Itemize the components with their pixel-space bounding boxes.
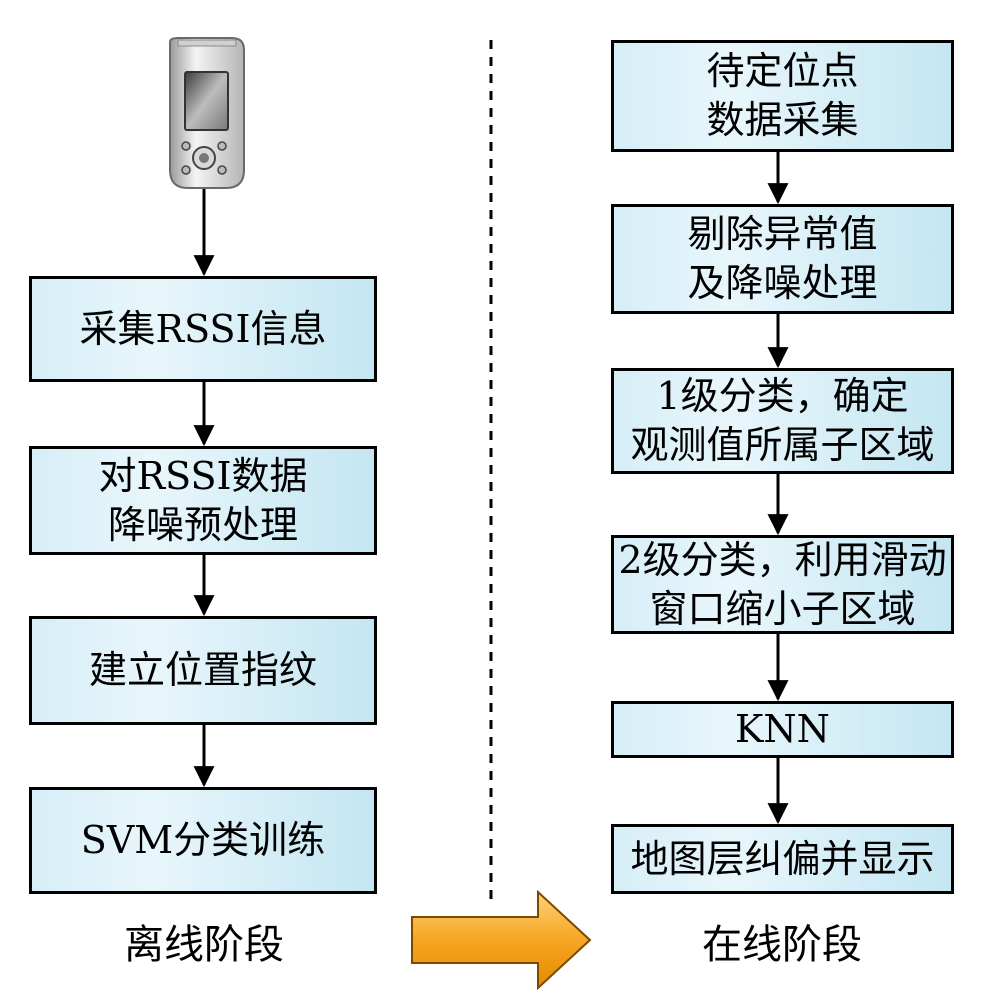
offline-step-3-line-1: 建立位置指纹	[88, 648, 317, 693]
stage-transition-arrow-icon	[411, 889, 592, 991]
online-step-1-line-1: 待定位点	[706, 49, 859, 94]
online-step-4-line-2: 窗口缩小子区域	[649, 586, 916, 631]
online-step-collect-data: 待定位点 数据采集	[611, 40, 954, 152]
offline-step-build-fingerprint: 建立位置指纹	[29, 616, 377, 725]
offline-step-svm-training: SVM分类训练	[29, 787, 377, 894]
offline-stage-label: 离线阶段	[124, 922, 284, 968]
online-step-6-line-1: 地图层纠偏并显示	[630, 836, 935, 881]
online-step-2-line-1: 剔除异常值	[687, 212, 878, 257]
online-stage-label: 在线阶段	[702, 922, 862, 968]
online-step-map-correction: 地图层纠偏并显示	[611, 824, 954, 894]
offline-step-2-line-1: 对RSSI数据	[98, 453, 308, 498]
offline-step-2-line-2: 降噪预处理	[107, 502, 298, 547]
online-step-3-line-1: 1级分类，确定	[656, 374, 909, 419]
offline-step-4-line-1: SVM分类训练	[80, 818, 326, 863]
online-step-remove-outliers: 剔除异常值 及降噪处理	[611, 204, 954, 314]
online-step-1-line-2: 数据采集	[706, 98, 859, 142]
online-step-5-line-1: KNN	[735, 707, 830, 752]
online-step-level2-classify: 2级分类，利用滑动 窗口缩小子区域	[611, 535, 954, 634]
online-step-4-line-1: 2级分类，利用滑动	[618, 537, 947, 582]
offline-step-denoise: 对RSSI数据 降噪预处理	[29, 446, 377, 555]
mobile-device-icon	[169, 37, 245, 189]
online-step-level1-classify: 1级分类，确定 观测值所属子区域	[611, 368, 954, 474]
offline-step-collect-rssi: 采集RSSI信息	[29, 276, 377, 382]
online-step-2-line-2: 及降噪处理	[687, 261, 878, 305]
offline-step-1-line-1: 采集RSSI信息	[79, 306, 327, 351]
online-step-3-line-2: 观测值所属子区域	[630, 423, 935, 467]
online-step-knn: KNN	[611, 701, 954, 758]
